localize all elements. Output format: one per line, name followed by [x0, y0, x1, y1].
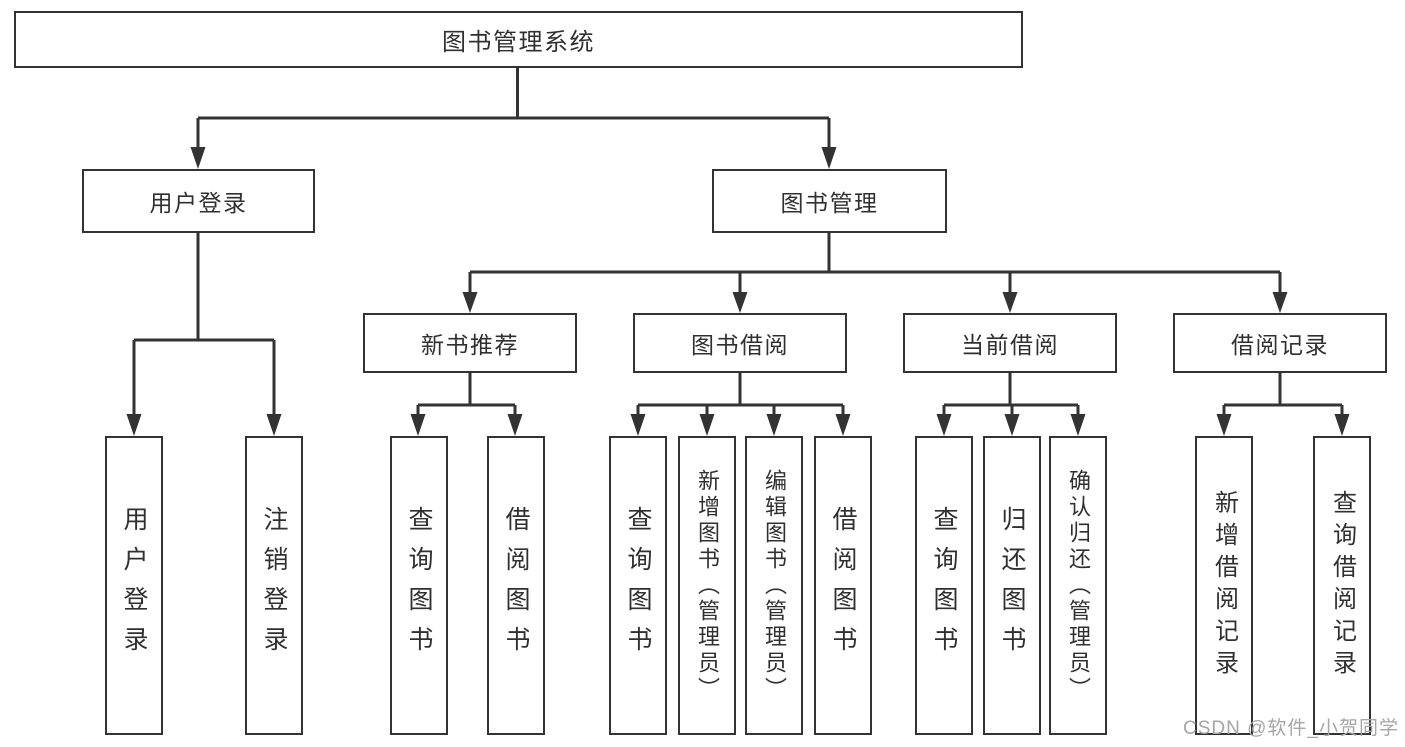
node-label: 注销登录: [260, 505, 288, 666]
node-label: 确认归还（管理员）: [1066, 468, 1091, 703]
node-label: 查询图书: [405, 505, 433, 666]
node-label: 图书借阅: [691, 332, 789, 358]
leaf-query-books-borrow: 查询图书: [609, 436, 667, 735]
leaf-logout: 注销登录: [245, 436, 303, 735]
node-label: 图书管理: [780, 190, 879, 216]
node-label: 用户登录: [120, 505, 148, 666]
node-label: 新增图书（管理员）: [695, 468, 720, 703]
leaf-confirm-return-admin: 确认归还（管理员）: [1049, 436, 1107, 735]
leaf-user-login: 用户登录: [105, 436, 163, 735]
node-label: 新增借阅记录: [1210, 489, 1238, 682]
leaf-edit-books-admin: 编辑图书（管理员）: [745, 436, 803, 735]
node-label: 图书管理系统: [442, 29, 595, 56]
node-borrowing-records: 借阅记录: [1173, 313, 1387, 373]
node-label: 借阅图书: [502, 505, 530, 666]
node-label: 归还图书: [998, 505, 1026, 666]
leaf-query-borrow-record: 查询借阅记录: [1313, 436, 1371, 735]
leaf-query-books-recommend: 查询图书: [390, 436, 448, 735]
node-label: 编辑图书（管理员）: [762, 468, 787, 703]
node-label: 新书推荐: [421, 332, 519, 358]
node-label: 查询图书: [624, 505, 652, 666]
node-current-borrowing: 当前借阅: [903, 313, 1117, 373]
node-label: 借阅记录: [1231, 332, 1329, 358]
node-user-login: 用户登录: [82, 169, 315, 233]
leaf-add-books-admin: 新增图书（管理员）: [678, 436, 736, 735]
leaf-borrow-books-recommend: 借阅图书: [487, 436, 545, 735]
csdn-watermark: CSDN @软件_小贺同学: [1183, 718, 1399, 739]
node-label: 查询借阅记录: [1328, 489, 1356, 682]
node-label: 借阅图书: [829, 505, 857, 666]
leaf-borrow-books: 借阅图书: [814, 436, 872, 735]
node-label: 当前借阅: [961, 332, 1059, 358]
leaf-add-borrow-record: 新增借阅记录: [1195, 436, 1253, 735]
node-book-borrowing: 图书借阅: [633, 313, 847, 373]
node-label: 用户登录: [149, 190, 248, 216]
node-library-management-system: 图书管理系统: [14, 11, 1023, 68]
node-label: 查询图书: [930, 505, 958, 666]
node-new-book-recommend: 新书推荐: [363, 313, 577, 373]
leaf-return-books: 归还图书: [983, 436, 1041, 735]
node-book-management: 图书管理: [712, 169, 947, 233]
leaf-query-books-current: 查询图书: [915, 436, 973, 735]
